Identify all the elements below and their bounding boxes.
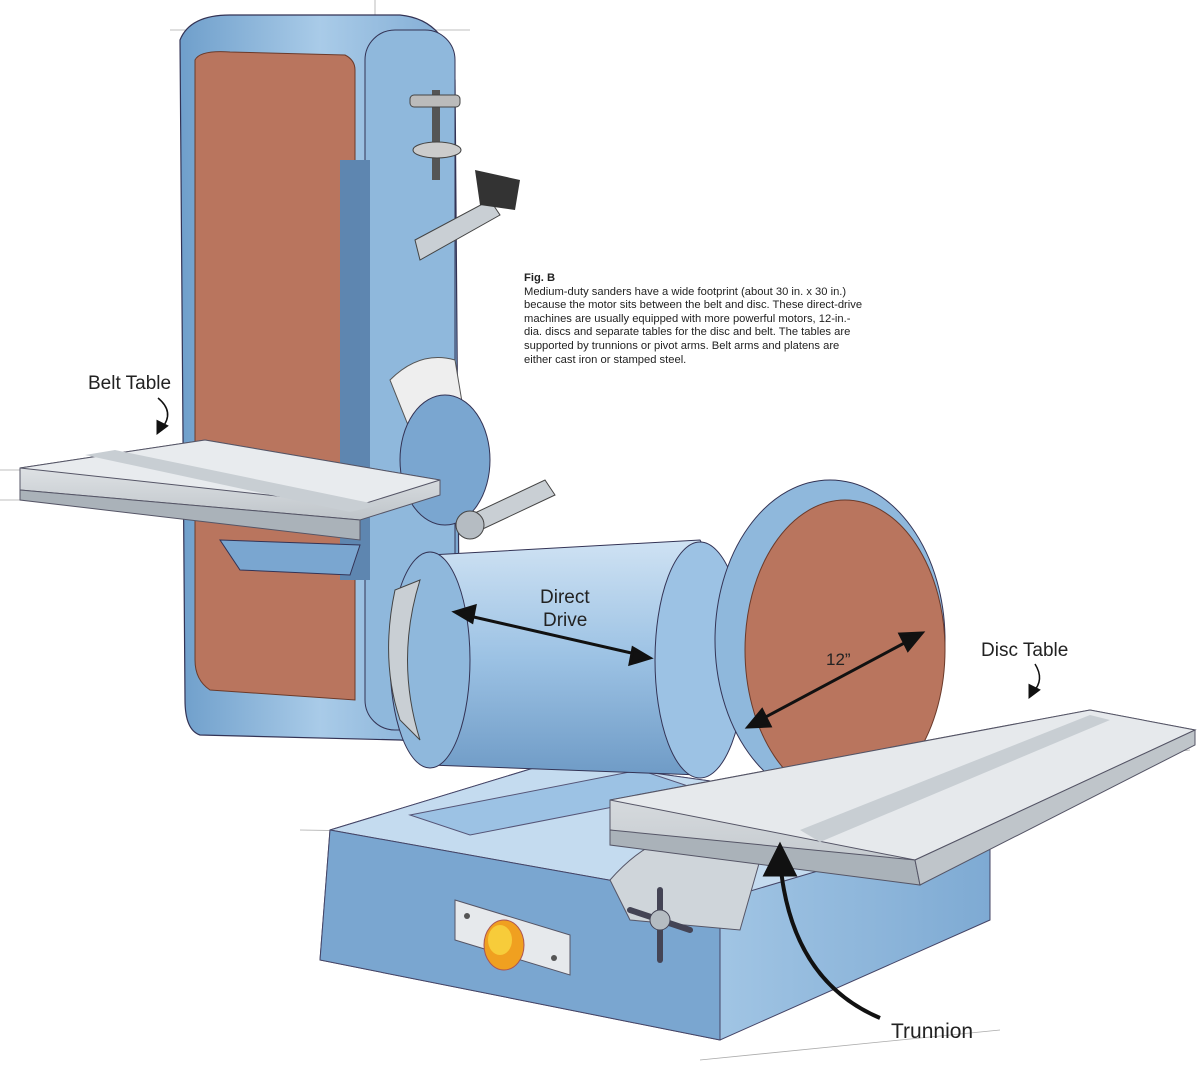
label-belt-table: Belt Table <box>88 373 172 394</box>
tilt-lock-handle[interactable] <box>455 479 556 540</box>
sanding-disc <box>714 479 946 801</box>
direct-drive-arrow <box>464 613 641 657</box>
belt-table <box>19 439 441 576</box>
figure-title: Fig. B <box>524 272 556 284</box>
sanding-belt <box>194 51 356 701</box>
trunnion-arrow <box>778 859 881 1020</box>
label-direct: Direct <box>540 587 590 608</box>
figure-caption-text: Medium-duty sanders have a wide footprin… <box>524 285 863 366</box>
dimension-arrows <box>156 397 1041 1020</box>
label-disc-size: 12” <box>826 650 851 669</box>
disc-table <box>609 709 1197 886</box>
label-disc-table: Disc Table <box>981 640 1069 661</box>
label-drive: Drive <box>543 610 588 631</box>
label-trunnion: Trunnion <box>891 1020 974 1043</box>
tracking-knob[interactable] <box>409 90 462 180</box>
disc-diameter-arrow <box>759 638 911 722</box>
figure-caption: Fig. B Medium-duty sanders have a wide f… <box>524 272 864 367</box>
motor <box>388 539 746 779</box>
tension-lever[interactable] <box>414 170 520 261</box>
power-switch[interactable] <box>454 899 571 976</box>
